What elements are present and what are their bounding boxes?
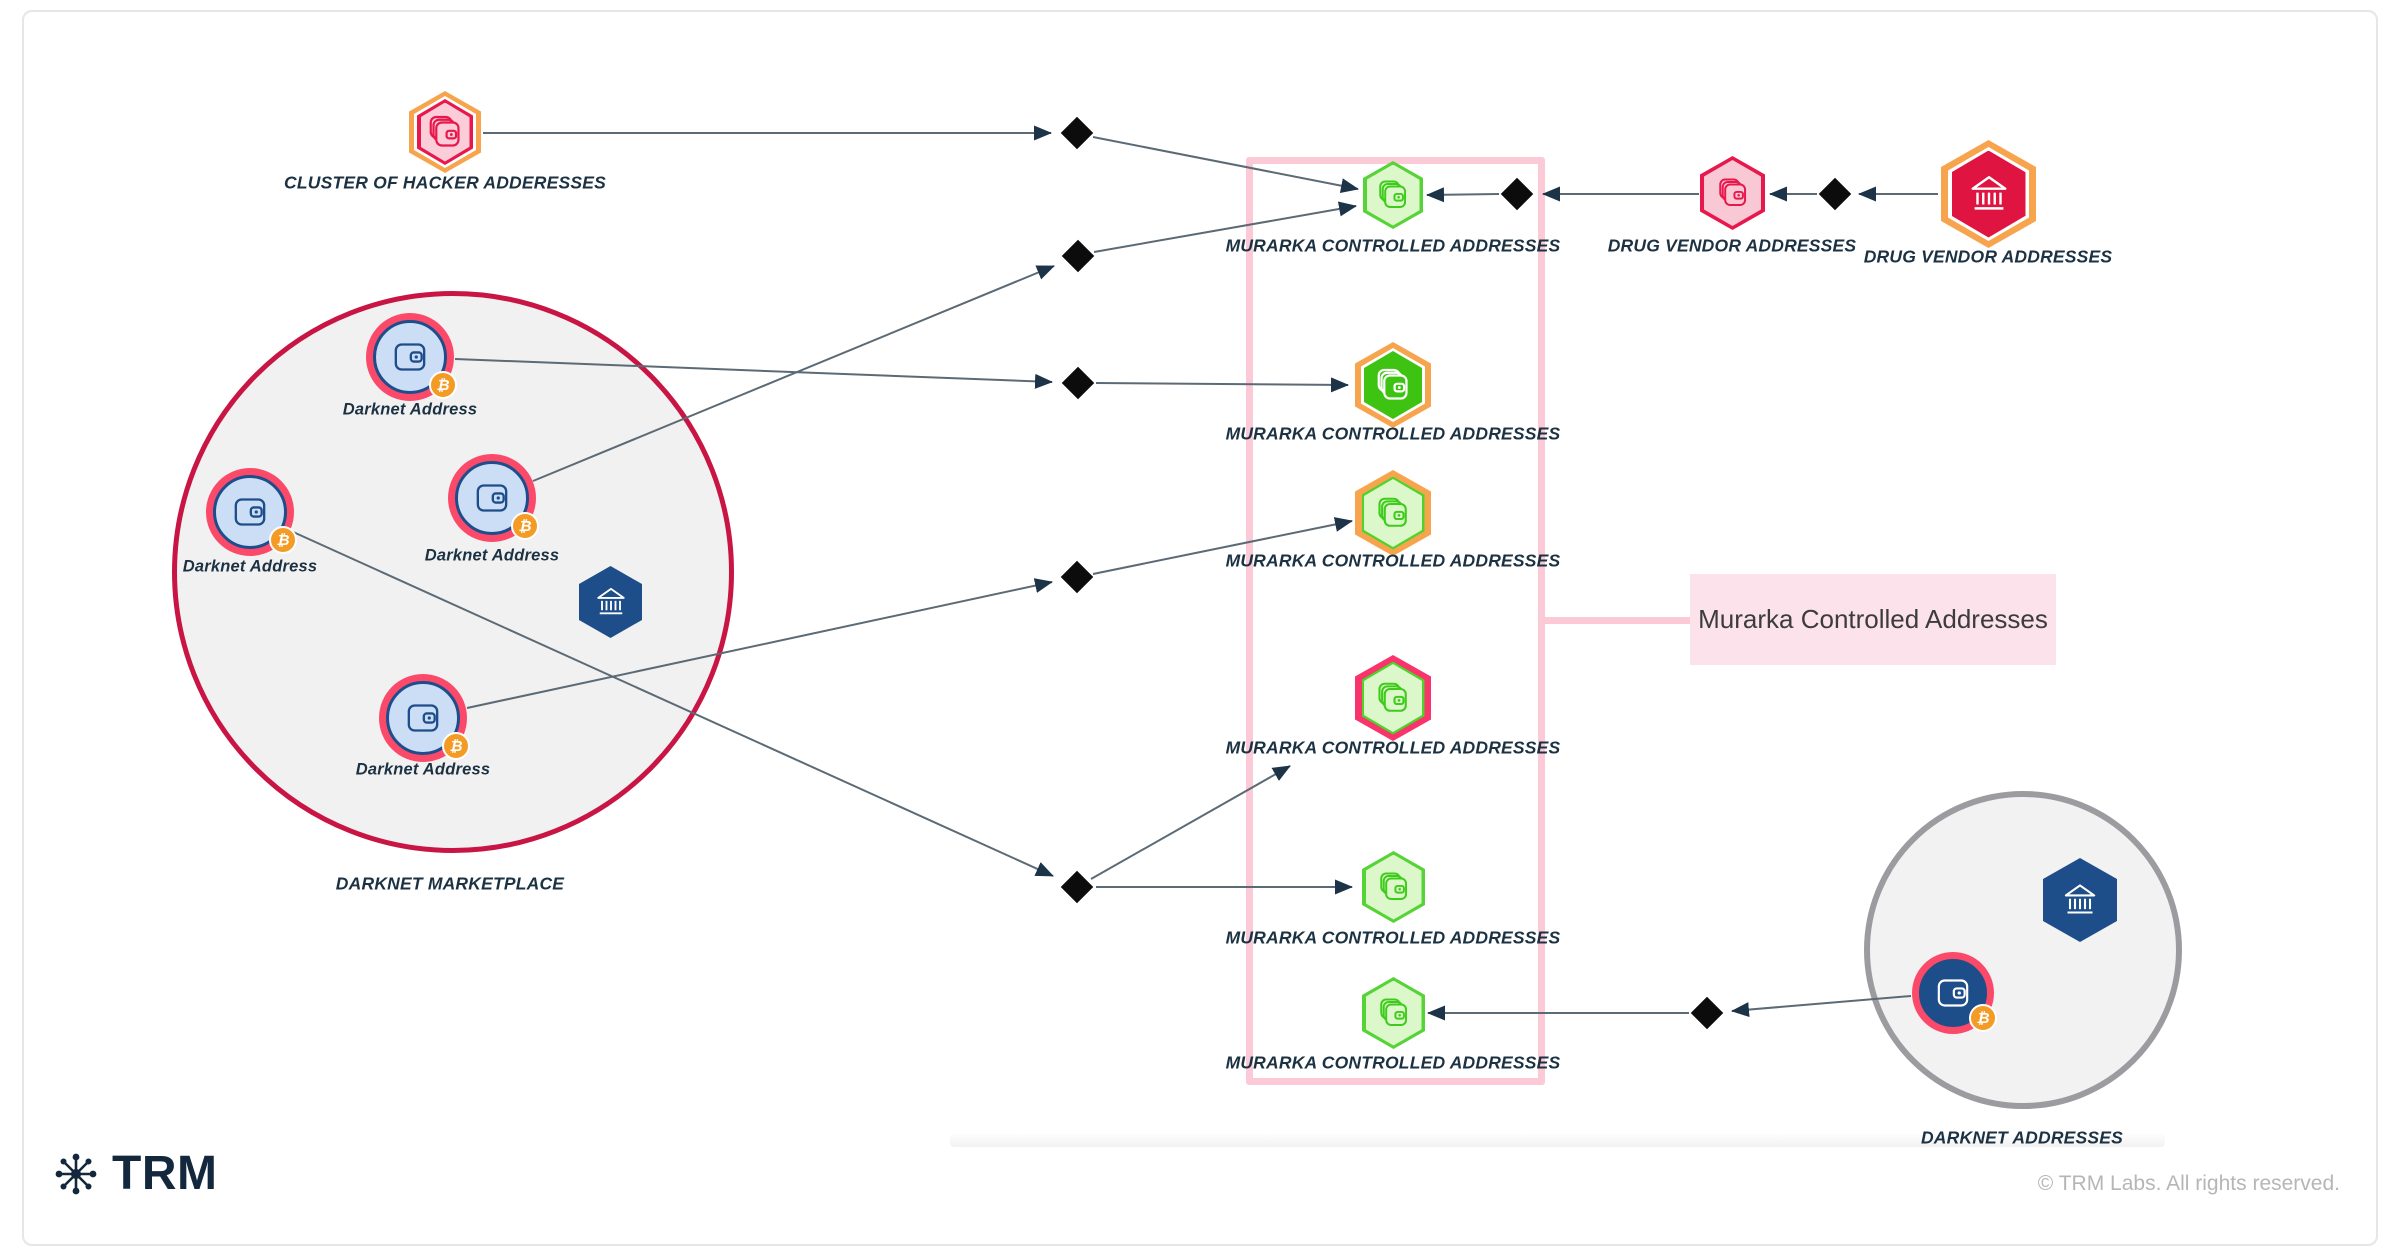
murarka-label-2: MURARKA CONTROLLED ADDRESSES bbox=[1225, 423, 1561, 444]
hacker-cluster-label: CLUSTER OF HACKER ADDERESSES bbox=[284, 172, 606, 193]
bank-icon bbox=[2043, 858, 2117, 942]
murarka-callout-text: Murarka Controlled Addresses bbox=[1698, 604, 2048, 634]
bitcoin-badge-icon: ₿ bbox=[269, 526, 297, 554]
stacked-wallet-icon bbox=[1363, 161, 1423, 229]
murarka-label-6: MURARKA CONTROLLED ADDRESSES bbox=[1225, 1052, 1561, 1073]
callout-connector-line bbox=[1545, 617, 1690, 624]
darknet-address-node[interactable]: ₿ bbox=[448, 454, 539, 542]
drug-vendor-label-2: DRUG VENDOR ADDRESSES bbox=[1863, 246, 2113, 267]
bank-icon bbox=[1941, 140, 2036, 248]
faint-shadow-bar bbox=[950, 1134, 2165, 1147]
stacked-wallet-icon bbox=[1355, 342, 1431, 428]
wallet-icon bbox=[394, 343, 426, 371]
darknet-address-node[interactable]: ₿ bbox=[366, 313, 457, 401]
stacked-wallet-icon bbox=[1355, 655, 1431, 741]
darknet-address-label: Darknet Address bbox=[182, 557, 318, 576]
stacked-wallet-icon bbox=[409, 91, 481, 173]
bitcoin-badge-icon: ₿ bbox=[429, 371, 457, 399]
stacked-wallet-icon bbox=[1355, 470, 1431, 556]
transaction-diamond[interactable] bbox=[1060, 116, 1094, 150]
wallet-icon bbox=[476, 484, 508, 512]
bitcoin-badge-icon: ₿ bbox=[442, 732, 470, 760]
bank-hexagon[interactable] bbox=[579, 566, 642, 638]
darknet-addresses-circle[interactable] bbox=[1864, 791, 2182, 1109]
darknet-address-node[interactable]: ₿ bbox=[379, 674, 470, 762]
drug-vendor-label-1: DRUG VENDOR ADDRESSES bbox=[1607, 235, 1857, 256]
wallet-icon bbox=[1937, 979, 1969, 1007]
darknet-addresses-label: DARKNET ADDRESSES bbox=[1920, 1127, 2124, 1148]
drug-vendor-wallet-hexagon[interactable] bbox=[1700, 156, 1765, 230]
bitcoin-badge-icon: ₿ bbox=[511, 512, 539, 540]
darknet-address-label: Darknet Address bbox=[342, 400, 478, 419]
darknet-address-node-dark[interactable]: ₿ bbox=[1912, 952, 1997, 1034]
murarka-hexagon-6[interactable] bbox=[1362, 977, 1425, 1049]
trm-network-icon bbox=[55, 1153, 97, 1194]
transaction-diamond[interactable] bbox=[1061, 239, 1095, 273]
wallet-icon bbox=[407, 704, 439, 732]
murarka-label-1: MURARKA CONTROLLED ADDRESSES bbox=[1225, 235, 1561, 256]
darknet-address-label: Darknet Address bbox=[355, 760, 491, 779]
transaction-diamond[interactable] bbox=[1690, 996, 1724, 1030]
darknet-address-label: Darknet Address bbox=[424, 546, 560, 565]
darknet-marketplace-label: DARKNET MARKETPLACE bbox=[335, 873, 565, 894]
transaction-diamond[interactable] bbox=[1061, 366, 1095, 400]
copyright-text: © TRM Labs. All rights reserved. bbox=[2037, 1172, 2340, 1195]
murarka-callout-box: Murarka Controlled Addresses bbox=[1690, 574, 2056, 665]
transaction-diamond[interactable] bbox=[1818, 177, 1852, 211]
murarka-hexagon-5[interactable] bbox=[1362, 851, 1425, 923]
edge-lines bbox=[290, 125, 1938, 1021]
stacked-wallet-icon bbox=[1362, 851, 1425, 923]
transaction-diamonds[interactable] bbox=[1060, 116, 1852, 1030]
murarka-label-5: MURARKA CONTROLLED ADDRESSES bbox=[1225, 927, 1561, 948]
trm-logo-text: TRM bbox=[112, 1147, 218, 1200]
stacked-wallet-icon bbox=[1700, 156, 1765, 230]
darknet-address-node[interactable]: ₿ bbox=[206, 468, 297, 556]
page-frame bbox=[22, 10, 2378, 1246]
murarka-group-rectangle bbox=[1246, 157, 1545, 1085]
transaction-diamond[interactable] bbox=[1060, 560, 1094, 594]
stacked-wallet-icon bbox=[1362, 977, 1425, 1049]
transaction-diamond[interactable] bbox=[1500, 177, 1534, 211]
drug-vendor-bank-hexagon[interactable] bbox=[1941, 140, 2036, 248]
bitcoin-badge-icon: ₿ bbox=[1969, 1004, 1997, 1032]
murarka-label-4: MURARKA CONTROLLED ADDRESSES bbox=[1225, 737, 1561, 758]
wallet-icon bbox=[234, 498, 266, 526]
transaction-diamond[interactable] bbox=[1060, 870, 1094, 904]
murarka-label-3: MURARKA CONTROLLED ADDRESSES bbox=[1225, 550, 1561, 571]
trm-logo: TRM bbox=[52, 1146, 217, 1201]
bank-icon bbox=[579, 566, 642, 638]
